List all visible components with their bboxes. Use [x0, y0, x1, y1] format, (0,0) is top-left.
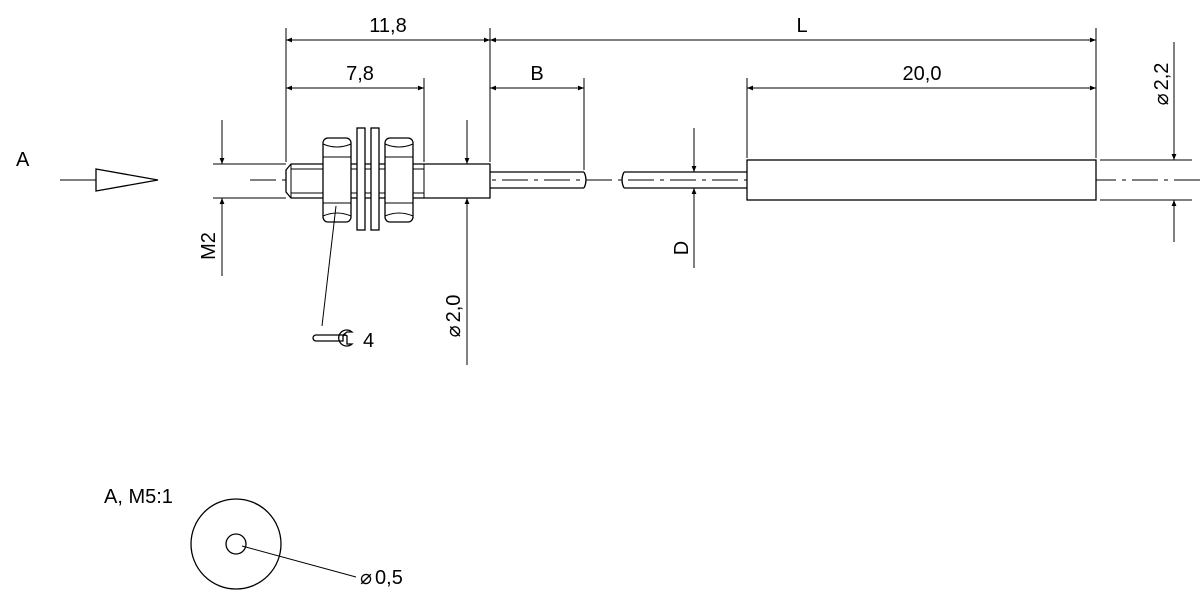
diameter-symbol: ⌀: [443, 325, 465, 337]
wrench-callout: 4: [312, 205, 374, 352]
detail-view-a: A, M5:1 ⌀0,5: [104, 486, 403, 590]
dim-thread-length: 7,8: [286, 63, 424, 91]
wrench-size-label: 4: [363, 330, 374, 352]
view-arrow-a: A: [16, 149, 159, 192]
dim-overall-head: 11,8: [286, 15, 490, 43]
dim-sleeve-diameter: ⌀ 2,2: [1151, 42, 1177, 242]
dim-l-label: L: [796, 15, 807, 37]
hole-diameter-value: 0,5: [375, 567, 403, 589]
diameter-symbol: ⌀: [360, 567, 372, 589]
extension-lines: [213, 28, 1192, 201]
dim-overall-head-label: 11,8: [369, 15, 406, 37]
wrench-icon: [312, 329, 354, 347]
dim-sleeve-length: 20,0: [747, 63, 1096, 91]
dim-head-diameter: ⌀ 2,0: [443, 120, 470, 365]
detail-outer-circle: [190, 498, 282, 590]
washer-left: [356, 127, 366, 231]
dim-b-label: B: [530, 63, 543, 85]
dim-l: L: [490, 15, 1096, 43]
threaded-head: [285, 127, 491, 231]
dim-sleeve-diameter-label: ⌀ 2,2: [1151, 63, 1173, 106]
view-label-a: A: [16, 149, 30, 171]
dim-sleeve-diameter-value: 2,2: [1151, 63, 1173, 91]
washer-right: [370, 127, 380, 231]
dim-sleeve-length-label: 20,0: [903, 63, 942, 85]
detail-fiber-hole: [225, 533, 247, 555]
fiber-cable: [490, 171, 747, 189]
end-sleeve: [746, 159, 1097, 201]
dim-head-diameter-value: 2,0: [443, 295, 465, 323]
detail-view-label: A, M5:1: [104, 486, 173, 508]
dim-b: B: [490, 63, 584, 91]
dim-thread-length-label: 7,8: [346, 63, 374, 85]
dim-cable-d: D: [671, 128, 697, 268]
view-direction-arrow: [95, 168, 159, 192]
dim-thread-m2: M2: [198, 120, 225, 276]
diameter-symbol: ⌀: [1151, 93, 1173, 105]
dim-thread-m2-label: M2: [198, 232, 220, 260]
hex-nut-right: [384, 137, 414, 223]
hex-nut-left: [322, 137, 352, 223]
dim-head-diameter-label: ⌀ 2,0: [443, 295, 465, 338]
hole-diameter-label: ⌀0,5: [360, 567, 403, 589]
dim-cable-d-label: D: [671, 241, 693, 255]
